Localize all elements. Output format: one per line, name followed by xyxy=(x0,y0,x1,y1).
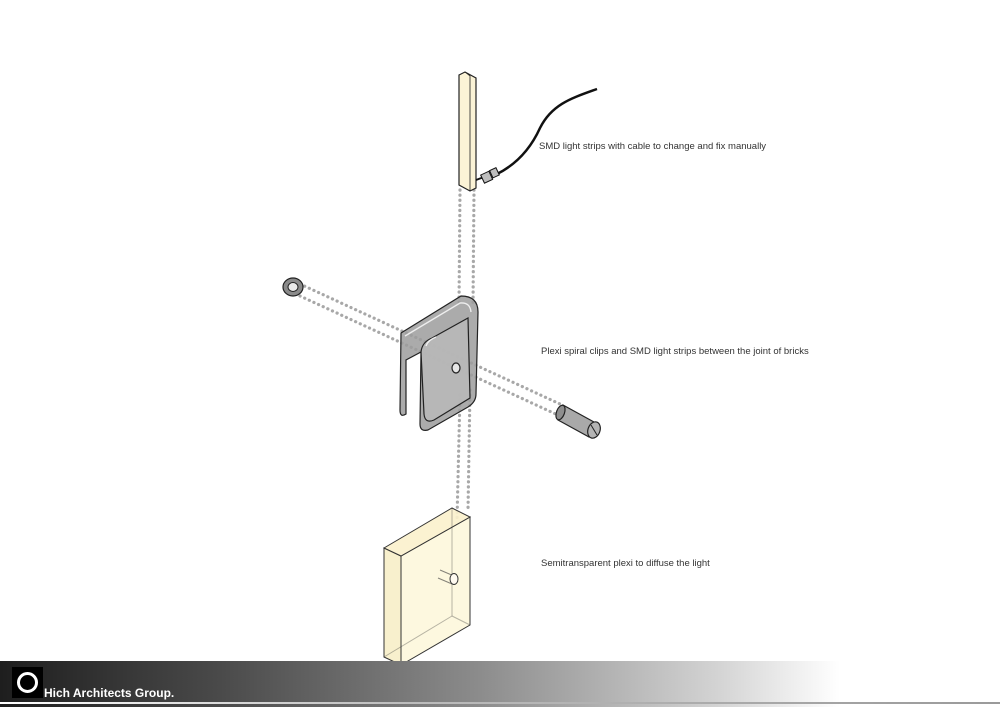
plexi-spiral-clip xyxy=(399,295,479,431)
semitransparent-plexi-block xyxy=(382,507,472,666)
cable-connector-icon xyxy=(480,167,500,184)
power-cable xyxy=(475,87,598,181)
annotation-semitransparent-plexi: Semitransparent plexi to diffuse the lig… xyxy=(541,558,710,569)
screw-pin xyxy=(555,404,601,439)
smd-light-strip xyxy=(458,71,477,192)
footer-divider xyxy=(0,702,1000,704)
logo-ring-icon xyxy=(17,672,38,693)
annotation-plexi-spiral-clips: Plexi spiral clips and SMD light strips … xyxy=(541,346,809,357)
annotation-smd-light-strips: SMD light strips with cable to change an… xyxy=(539,141,767,152)
company-logo xyxy=(12,667,43,698)
washer xyxy=(282,277,304,297)
vertical-guide-lines xyxy=(455,188,476,522)
footer-bar xyxy=(0,661,1000,707)
company-name: Hich Architects Group. xyxy=(44,686,175,700)
